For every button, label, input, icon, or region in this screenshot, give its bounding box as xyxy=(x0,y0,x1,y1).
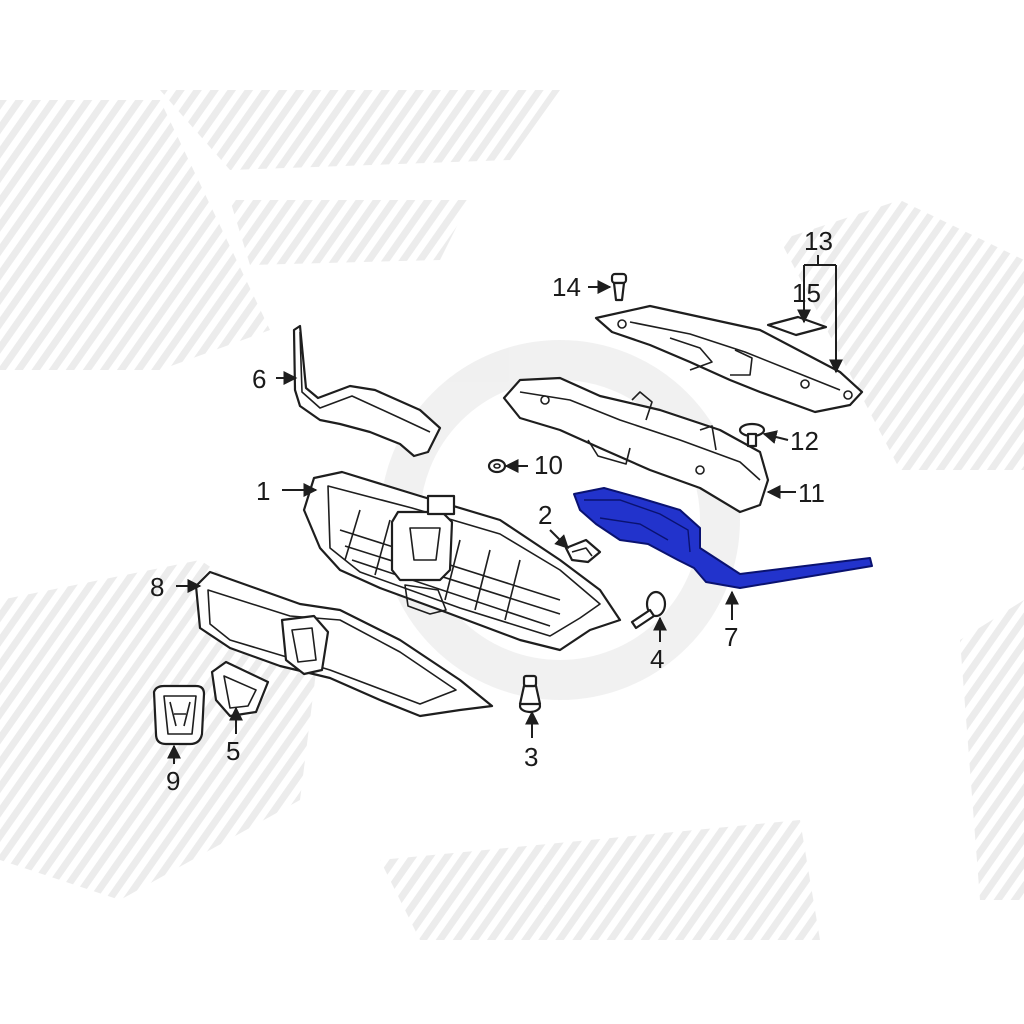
part-10-washer xyxy=(487,458,507,474)
callout-15: 15 xyxy=(792,278,821,308)
part-2-clip xyxy=(564,538,602,564)
part-14-clip xyxy=(610,272,628,302)
callout-4: 4 xyxy=(650,644,664,674)
callout-labels: 1 2 3 4 5 6 7 8 9 10 11 12 13 14 15 xyxy=(150,226,833,796)
callout-8: 8 xyxy=(150,572,164,602)
part-8-grille-frame xyxy=(194,570,494,718)
part-11-bracket xyxy=(502,376,770,514)
callout-2: 2 xyxy=(538,500,552,530)
part-13-upper-cover xyxy=(594,304,864,414)
callout-7: 7 xyxy=(724,622,738,652)
leader-lines xyxy=(167,255,843,764)
part-7-deflector-highlighted xyxy=(573,487,873,589)
callout-13: 13 xyxy=(804,226,833,256)
callout-11: 11 xyxy=(798,478,825,508)
part-4-bolt xyxy=(630,590,667,630)
part-5-bezel xyxy=(210,660,270,718)
callout-9: 9 xyxy=(166,766,180,796)
callout-3: 3 xyxy=(524,742,538,772)
callout-12: 12 xyxy=(790,426,819,456)
part-12-screw xyxy=(738,422,766,448)
part-15-label xyxy=(766,315,828,337)
callout-10: 10 xyxy=(534,450,563,480)
part-1-grille xyxy=(302,470,622,652)
callout-14: 14 xyxy=(552,272,581,302)
part-9-emblem xyxy=(152,684,206,746)
watermark-background xyxy=(0,90,1024,940)
callout-1: 1 xyxy=(256,476,270,506)
callout-6: 6 xyxy=(252,364,266,394)
callout-5: 5 xyxy=(226,736,240,766)
part-6-side-bracket xyxy=(292,324,442,458)
part-3-push-clip xyxy=(518,674,542,714)
